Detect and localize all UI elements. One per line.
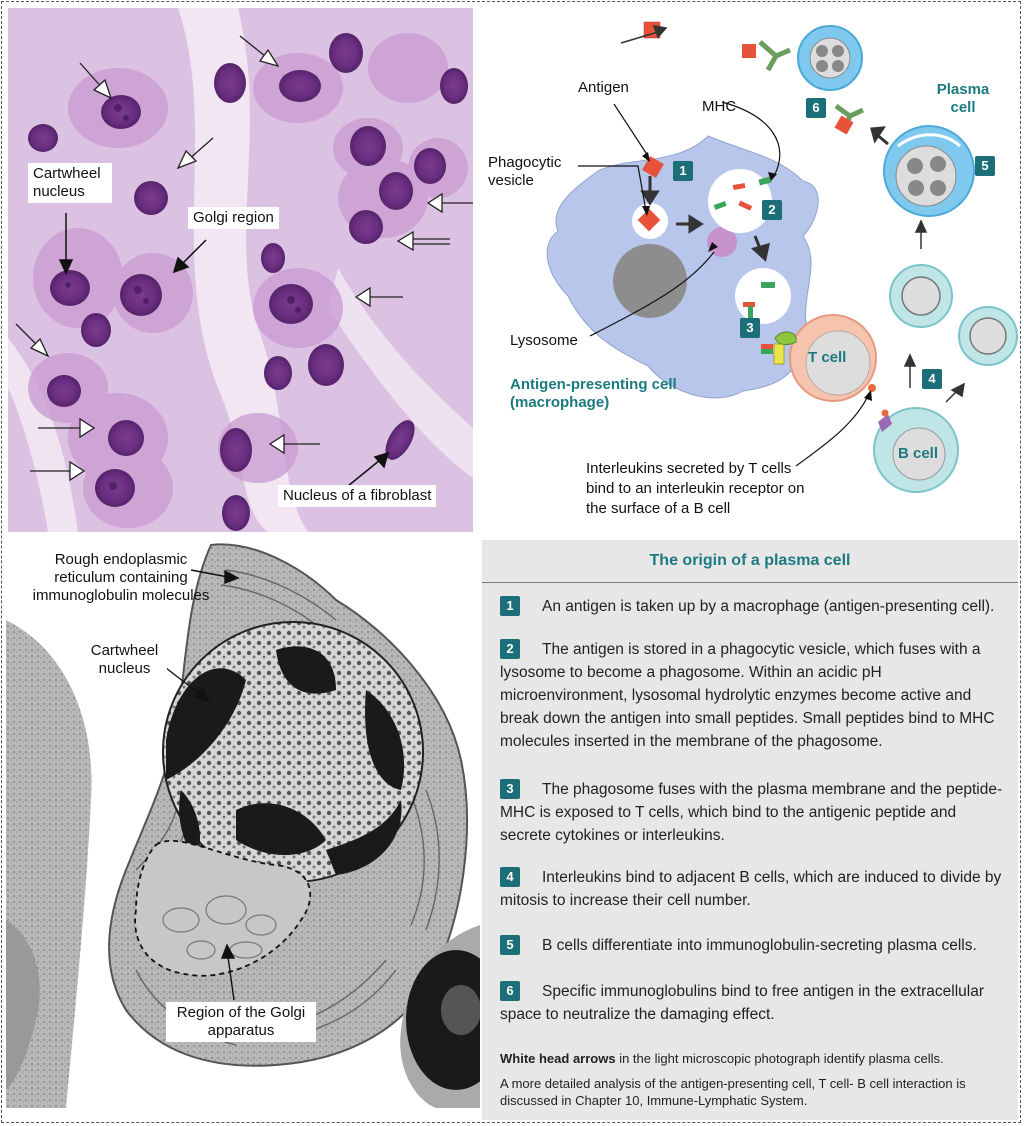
phagocytic-vesicle-label: Phagocytic vesicle [488, 154, 562, 189]
diagram-step-3: 3 [740, 318, 760, 338]
step-3-badge: 3 [500, 779, 520, 799]
step-6-badge: 6 [500, 981, 520, 1001]
step-5-text: B cells differentiate into immunoglobuli… [542, 937, 977, 954]
step-1-text: An antigen is taken up by a macrophage (… [542, 598, 995, 615]
mhc-label: MHC [702, 98, 737, 115]
lysosome-label: Lysosome [510, 332, 578, 349]
antigen-entering [642, 156, 664, 178]
t-cell-label: T cell [808, 349, 847, 366]
steps-panel: The origin of a plasma cell 1 An antigen … [482, 540, 1018, 1120]
lysosome [707, 227, 737, 257]
golgi-region-outline [134, 840, 312, 977]
step-5-badge: 5 [500, 935, 520, 955]
apc-label: Antigen-presenting cell (macrophage) [510, 376, 677, 411]
step-4-text: Interleukins bind to adjacent B cells, w… [500, 869, 1002, 909]
em-cartwheel-label: Cartwheel nucleus [82, 640, 167, 680]
plasma-cell-label: Plasma cell [936, 81, 990, 116]
interleukin-caption: Interleukins secreted by T cells bind to… [586, 460, 805, 517]
macrophage-nucleus [613, 244, 687, 318]
diagram-graphic [546, 21, 1018, 493]
step-6-text: Specific immunoglobulins bind to free an… [500, 983, 984, 1023]
note-bold: White head arrows [500, 1051, 616, 1066]
steps-title: The origin of a plasma cell [482, 540, 1018, 583]
micrograph-image [8, 8, 473, 532]
exocytic-vesicle [735, 268, 791, 324]
diagram-step-4: 4 [922, 369, 942, 389]
step-2-text: The antigen is stored in a phagocytic ve… [500, 641, 995, 750]
plasma-cell-note: White head arrows in the light microscop… [500, 1050, 1010, 1067]
electron-micrograph: Rough endoplasmic reticulum containing i… [6, 540, 480, 1108]
step-1-badge: 1 [500, 596, 520, 616]
fibroblast-nucleus-label: Nucleus of a fibroblast [278, 485, 437, 507]
note-rest: in the light microscopic photograph iden… [619, 1051, 944, 1066]
step-3-text: The phagosome fuses with the plasma memb… [500, 781, 1003, 844]
light-micrograph: Cartwheel nucleus Golgi region Nucleus o… [8, 8, 473, 532]
antigen-label: Antigen [578, 79, 629, 96]
step-5: 5 B cells differentiate into immunoglobul… [500, 934, 1005, 957]
step-4-badge: 4 [500, 867, 520, 887]
rer-label: Rough endoplasmic reticulum containing i… [32, 551, 210, 604]
b-cell-label: B cell [898, 445, 939, 462]
step-1: 1 An antigen is taken up by a macrophage … [500, 595, 1005, 618]
diagram-step-6: 6 [806, 98, 826, 118]
phagosome [708, 169, 772, 233]
golgi-region-label: Golgi region [188, 207, 279, 229]
plasma-cell-origin-diagram: Antigen MHC Phagocytic vesicle Lysosome … [478, 6, 1018, 536]
step-2-badge: 2 [500, 639, 520, 659]
golgi-apparatus-label: Region of the Golgi apparatus [166, 1002, 316, 1042]
cartwheel-nucleus-label: Cartwheel nucleus [28, 163, 112, 203]
diagram-step-2: 2 [762, 200, 782, 220]
diagram-step-1: 1 [673, 161, 693, 181]
diagram-step-5: 5 [975, 156, 995, 176]
chapter-note: A more detailed analysis of the antigen-… [500, 1076, 966, 1108]
